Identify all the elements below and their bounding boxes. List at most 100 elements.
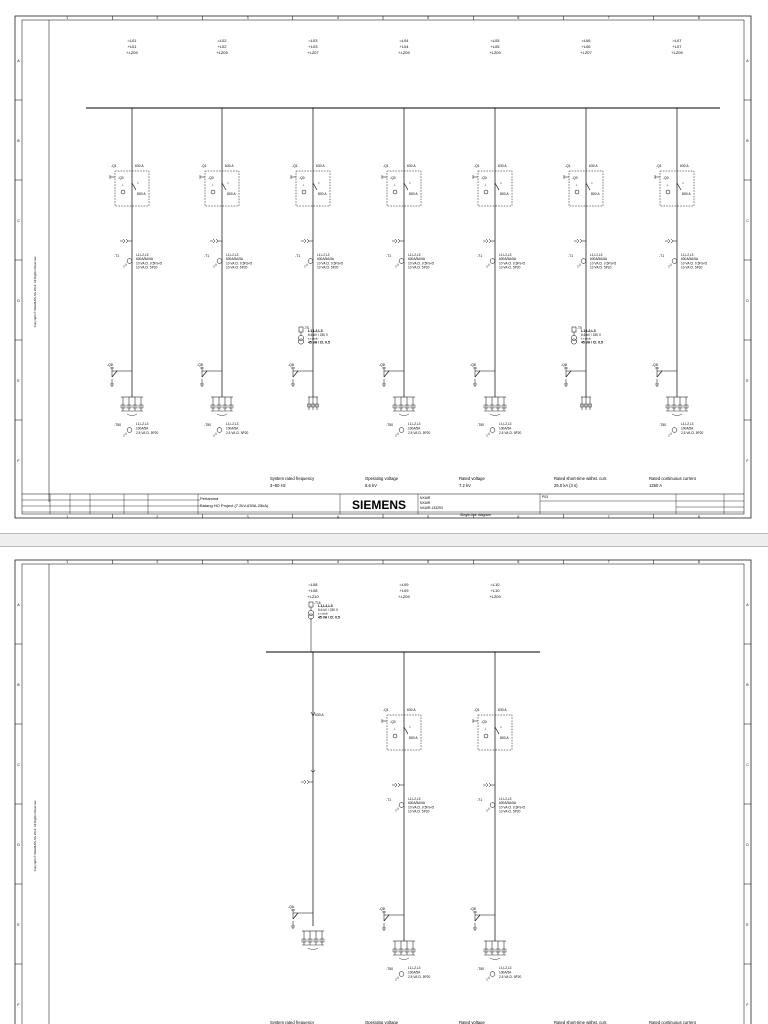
rating-label: Rated voltage [459,476,486,481]
cable-termination [483,396,507,416]
row-label: F [746,459,749,463]
feeder-id: =L09 [399,582,409,587]
ct-spec: 10 VA Cl. 0.5FS<5 [499,805,525,809]
ct-spec: 10 VA Cl. 5P20 [136,266,158,270]
t50-spec: 100A/5A [499,426,512,430]
row-label: A [746,603,749,607]
t50-label: -T50 [659,423,666,427]
feeder-id: =L03 [308,38,318,43]
ct-spec: 600A/5A/5A [408,801,426,805]
row-label: C [746,219,749,223]
breaker-contact [312,182,318,191]
ct-count: 3 [213,434,215,438]
cable-sealing-end [683,404,689,409]
breaker-trip-icon: ⊥ [302,183,305,187]
vt-burden: 45 VA / Cl. 0.5 [318,616,340,620]
cable-brace [671,413,683,416]
column-label: 2 [156,515,158,519]
ct-label: -T1 [386,798,391,802]
row-label: B [17,139,20,143]
current-transformer-symbol [489,427,496,433]
order-number: NXAIR-133293 [420,506,443,510]
breaker-q0-rating: 800 A [500,736,509,740]
feeder-panel: +LZ07 [580,50,592,55]
cable-sealing-end [315,403,319,408]
ct-spec: 600A/5A/5A [408,257,426,261]
breaker-q0-rating: 800 A [500,192,509,196]
breaker-q1-rating: 630 A [135,164,144,168]
withdrawable-contact-symbol [394,782,401,788]
row-label: C [746,763,749,767]
breaker-x-icon: × [500,725,502,729]
feeder-panel: +LZ09 [489,50,501,55]
ct-count: 3 [395,434,397,438]
customer-name: Pertamina [200,496,219,501]
feeder-id: =L06 [581,38,591,43]
breaker-x-icon: × [500,181,502,185]
t50-spec: L1,L2,L3 [499,422,512,426]
breaker-q1-label: -Q1 [111,164,117,168]
cable-brace [307,947,319,950]
feeder-location: +L05 [490,44,500,49]
cable-brace [398,957,410,960]
column-label: 6 [517,16,519,20]
ct-spec: L1,L2,L3 [590,253,603,257]
row-label: C [17,763,20,767]
ct-spec: 10 VA Cl. 0.5FS<5 [317,261,343,265]
cable-termination [392,396,416,416]
breaker-operator-icon [392,733,398,739]
ct-label: -T1 [568,254,573,258]
ct-spec: L1,L2,L3 [681,253,694,257]
breaker-q0-label: -Q0 [481,176,487,180]
t50-spec: 100A/5A [408,970,421,974]
current-transformer-symbol [216,427,223,433]
feeder-panel: +LZ09 [489,594,501,599]
earthing-switch: -Q8 [470,363,495,387]
cable-termination [301,930,325,950]
withdrawable-contact-symbol [303,238,310,244]
breaker-contact [585,182,591,191]
row-label: D [17,299,20,303]
circuit-breaker-truck [204,170,240,207]
current-transformer-symbol [398,802,405,808]
vt-phases: L1,L2,L3 [308,329,323,333]
withdrawable-contact-symbol [394,238,401,244]
t50-label: -T50 [114,423,121,427]
breaker-operator-icon [301,189,307,195]
feeder-id: =L07 [672,38,682,43]
cable-sealing-end [483,404,489,409]
rating-value: 6.6 kV [365,483,377,488]
earthing-switch-label: -Q8 [652,363,658,367]
t50-spec: 2.5 VA Cl. 5P20 [408,431,430,435]
ct-count: 3 [213,265,215,269]
t50-spec: 100A/5A [408,426,421,430]
ct-count: 3 [486,809,488,813]
column-label: 7 [608,515,610,519]
ct-label: -T1 [204,254,209,258]
cable-sealing-end [410,948,416,953]
t50-spec: 2.5 VA Cl. 5P20 [499,975,521,979]
vt-fuse [298,326,304,333]
ct-count: 3 [304,265,306,269]
feeder-id: =L08 [308,582,318,587]
breaker-operator-icon [392,189,398,195]
cable-sealing-end [301,938,307,943]
row-label: F [17,459,20,463]
breaker-operator-icon [574,189,580,195]
t50-label: -T50 [204,423,211,427]
breaker-q1-label: -Q1 [474,708,480,712]
cable-sealing-end [392,948,398,953]
column-label: 5 [427,560,429,564]
breaker-q1-rating: 630 A [225,164,234,168]
circuit-breaker-truck [386,714,422,751]
cable-sealing-end [398,404,404,409]
ct-label: -T1 [659,254,664,258]
column-label: 7 [608,16,610,20]
circuit-breaker-truck [568,170,604,207]
current-transformer-symbol [126,427,133,433]
ct-label: -T1 [477,254,482,258]
breaker-q0-label: -Q0 [299,176,305,180]
breaker-operator-icon [210,189,216,195]
